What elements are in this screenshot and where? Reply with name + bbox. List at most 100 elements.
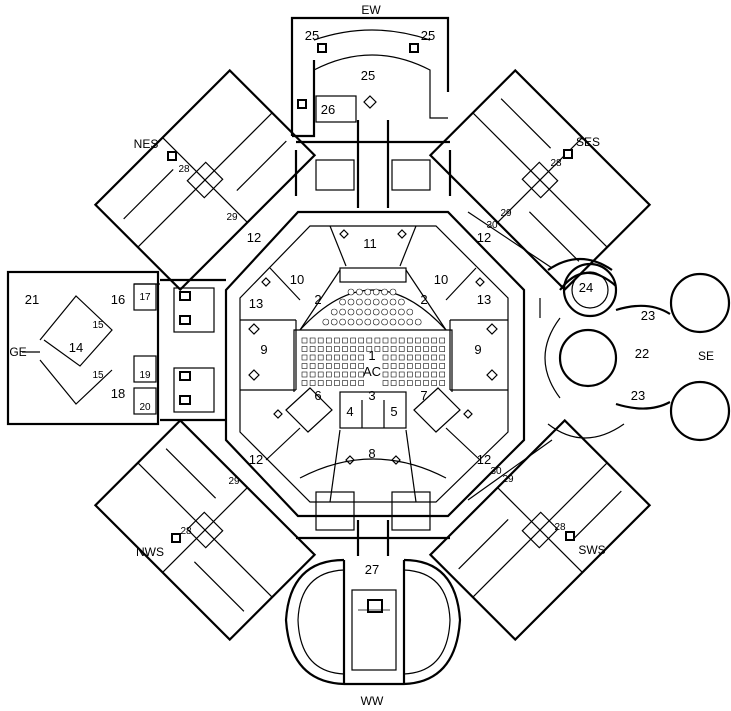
wing-sws (428, 418, 652, 642)
seat (390, 371, 397, 378)
seat (423, 337, 429, 344)
seat (301, 354, 308, 361)
seat (339, 308, 346, 316)
room-22: 22 (635, 346, 649, 361)
seat (423, 380, 429, 386)
seat (439, 371, 446, 378)
seat (372, 318, 380, 326)
seat (350, 363, 356, 369)
seat (301, 346, 308, 352)
room-17: 17 (139, 292, 151, 303)
room-6: 6 (314, 388, 321, 403)
room-8: 8 (368, 446, 375, 461)
seat (350, 371, 356, 378)
seat (406, 308, 414, 316)
seat (439, 354, 446, 361)
room-25a: 25 (305, 28, 319, 43)
seat (381, 288, 388, 296)
room-28a: 28 (178, 164, 190, 175)
seat (372, 308, 380, 316)
seat (309, 354, 316, 361)
room-13a: 13 (249, 296, 263, 311)
seat (389, 298, 397, 306)
seat (406, 380, 413, 386)
seat (309, 380, 316, 386)
seat (406, 371, 413, 378)
seat (398, 354, 405, 361)
seat (301, 380, 308, 386)
seat (356, 288, 363, 296)
seat (382, 363, 389, 369)
seat (423, 363, 429, 369)
room-28d: 28 (554, 522, 566, 533)
wing-ew (290, 16, 450, 138)
label-ses: SES (576, 135, 600, 149)
room-9a: 9 (260, 342, 267, 357)
seat (439, 380, 446, 386)
central-octagon (224, 210, 526, 518)
seat (382, 354, 389, 361)
seat (364, 308, 372, 316)
seat (431, 337, 437, 344)
seat (390, 337, 397, 344)
seat (423, 346, 429, 352)
seat (423, 354, 429, 361)
label-nws: NWS (136, 545, 164, 559)
seat (374, 346, 381, 352)
seat (301, 371, 308, 378)
seat (342, 354, 348, 361)
seat (374, 337, 381, 344)
seat (398, 337, 405, 344)
seat (358, 337, 365, 344)
room-25b: 25 (421, 28, 435, 43)
seat (398, 308, 405, 316)
seat (406, 363, 413, 369)
seat (317, 380, 324, 386)
room-15b: 15 (92, 370, 104, 381)
wing-ww (284, 558, 462, 686)
room-30b: 30 (490, 466, 502, 477)
seat (406, 337, 413, 344)
room-19: 19 (139, 370, 151, 381)
label-ww: WW (361, 694, 384, 708)
room-10b: 10 (434, 272, 448, 287)
seat (309, 337, 316, 344)
seat (317, 363, 324, 369)
room-11: 11 (363, 236, 377, 251)
room-2b: 2 (420, 292, 427, 307)
seat (372, 298, 380, 306)
room-14: 14 (69, 340, 83, 355)
room-15a: 15 (92, 320, 104, 331)
seat (415, 380, 421, 386)
seat (414, 318, 422, 326)
seat (381, 308, 388, 316)
seat (398, 298, 405, 306)
seat (398, 363, 405, 369)
seat (356, 308, 363, 316)
seat (366, 337, 373, 344)
seat (406, 346, 413, 352)
seat (415, 371, 421, 378)
seat (358, 363, 365, 369)
room-4: 4 (346, 404, 353, 419)
auditorium-seating (301, 288, 446, 386)
seat (431, 380, 437, 386)
seat (301, 363, 308, 369)
seat (390, 354, 397, 361)
room-20: 20 (139, 402, 151, 413)
room-12d: 12 (477, 452, 491, 467)
seat (415, 363, 421, 369)
room-16: 16 (111, 292, 125, 307)
seat (309, 363, 316, 369)
seat (301, 337, 308, 344)
label-sws: SWS (578, 543, 605, 557)
nes-marker (167, 151, 177, 161)
seat (415, 346, 421, 352)
seat (431, 354, 437, 361)
room-5: 5 (390, 404, 397, 419)
seat (358, 380, 365, 386)
seat (317, 354, 324, 361)
room-23a: 23 (641, 308, 655, 323)
ses-marker (563, 149, 573, 159)
